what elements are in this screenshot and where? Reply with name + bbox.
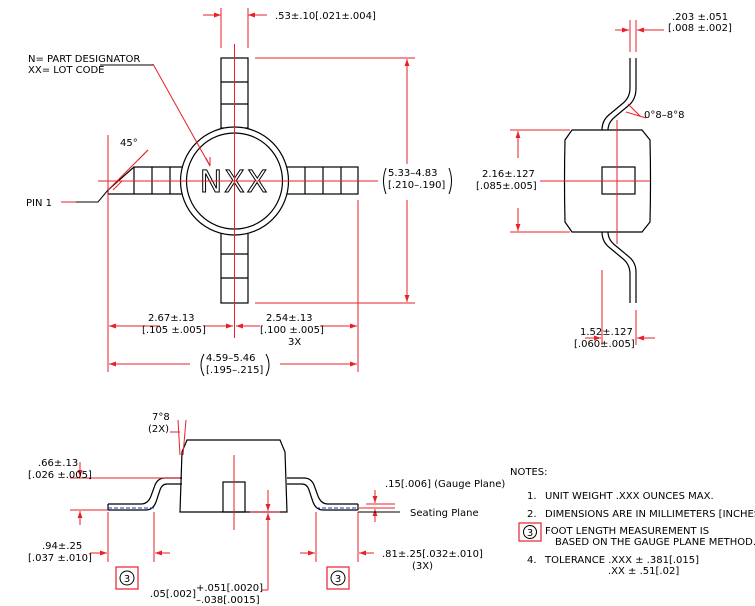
front-view [107,439,359,513]
left-dim-mm: 2.67±.13 [148,313,195,324]
top-view-dimensions [61,8,415,372]
lead-angle: 0°8–8°8 [644,110,684,121]
svg-text:UNIT WEIGHT .XXX OUNCES MAX.: UNIT WEIGHT .XXX OUNCES MAX. [545,491,714,502]
notes-title: NOTES: [510,467,548,478]
body-h-in: [.085±.005] [476,181,537,192]
svg-text:1.: 1. [527,491,537,502]
notes: NOTES: 1. UNIT WEIGHT .XXX OUNCES MAX. 2… [510,467,755,577]
svg-text:4.: 4. [527,555,537,566]
pin1-label: PIN 1 [26,198,52,209]
left-dim-in: [.105 ±.005] [142,325,206,336]
foot-len-right: .81±.25[.032±.010] [382,549,483,560]
lead-len-mm: 1.52±.127 [580,327,633,338]
foot-h-mm: .66±.13 [38,458,78,469]
svg-text:TOLERANCE .XXX ± .381[.015]: TOLERANCE .XXX ± .381[.015] [544,555,699,566]
svg-text:FOOT LENGTH MEASUREMENT IS: FOOT LENGTH MEASUREMENT IS [545,526,709,537]
seating-plane: Seating Plane [410,508,479,519]
svg-text:3: 3 [335,574,341,585]
part-marking: NXX [200,165,270,200]
height-dim-mm: 5.33–4.83 [388,168,438,179]
foot-len-in: [.037 ±.010] [28,553,92,564]
overall-dim-in: [.195–.215] [206,365,263,376]
svg-text:.XX ± .51[.02]: .XX ± .51[.02] [608,566,679,577]
front-view-dimensions [70,419,395,591]
draft-count: (2X) [148,424,169,435]
svg-text:3: 3 [124,574,130,585]
height-dim-in: [.210–.190] [388,180,445,191]
callout-lot: XX= LOT CODE [28,65,105,76]
right-dim-in: [.100 ±.005] [260,325,324,336]
standoff-minus: –.038[.0015] [196,595,260,606]
side-view-dimensions [510,20,664,345]
foot-len-right-count: (3X) [412,561,433,572]
note-ref-box-left: 3 [115,566,139,590]
lead-thk-mm: .203 ±.051 [672,12,728,23]
foot-h-in: [.026 ±.005] [28,470,92,481]
svg-text:2.: 2. [527,509,537,520]
svg-text:3: 3 [527,528,533,539]
foot-len-mm: .94±.25 [42,541,82,552]
body-h-mm: 2.16±.127 [482,169,535,180]
standoff-plus: +.051[.0020] [196,583,263,594]
lead-len-in: [.060±.005] [574,339,635,350]
note-ref-box-right: 3 [326,566,350,590]
chamfer-angle: 45° [120,138,138,149]
gauge-dim: .15[.006] (Gauge Plane) [385,479,505,490]
right-dim-mm: 2.54±.13 [266,313,313,324]
lead-width-dim: .53±.10[.021±.004] [275,11,376,22]
standoff-nom: .05[.002] [150,589,196,600]
overall-dim-mm: 4.59–5.46 [206,353,256,364]
draft-angle: 7°8 [152,412,170,423]
svg-text:BASED ON THE GAUGE PLANE METHO: BASED ON THE GAUGE PLANE METHOD. [555,537,755,548]
svg-text:DIMENSIONS ARE IN MILLIMETERS: DIMENSIONS ARE IN MILLIMETERS [INCHES]. [545,509,755,520]
lead-thk-in: [.008 ±.002] [668,23,732,34]
right-dim-count: 3X [288,337,301,348]
callout-designator: N= PART DESIGNATOR [28,54,140,65]
